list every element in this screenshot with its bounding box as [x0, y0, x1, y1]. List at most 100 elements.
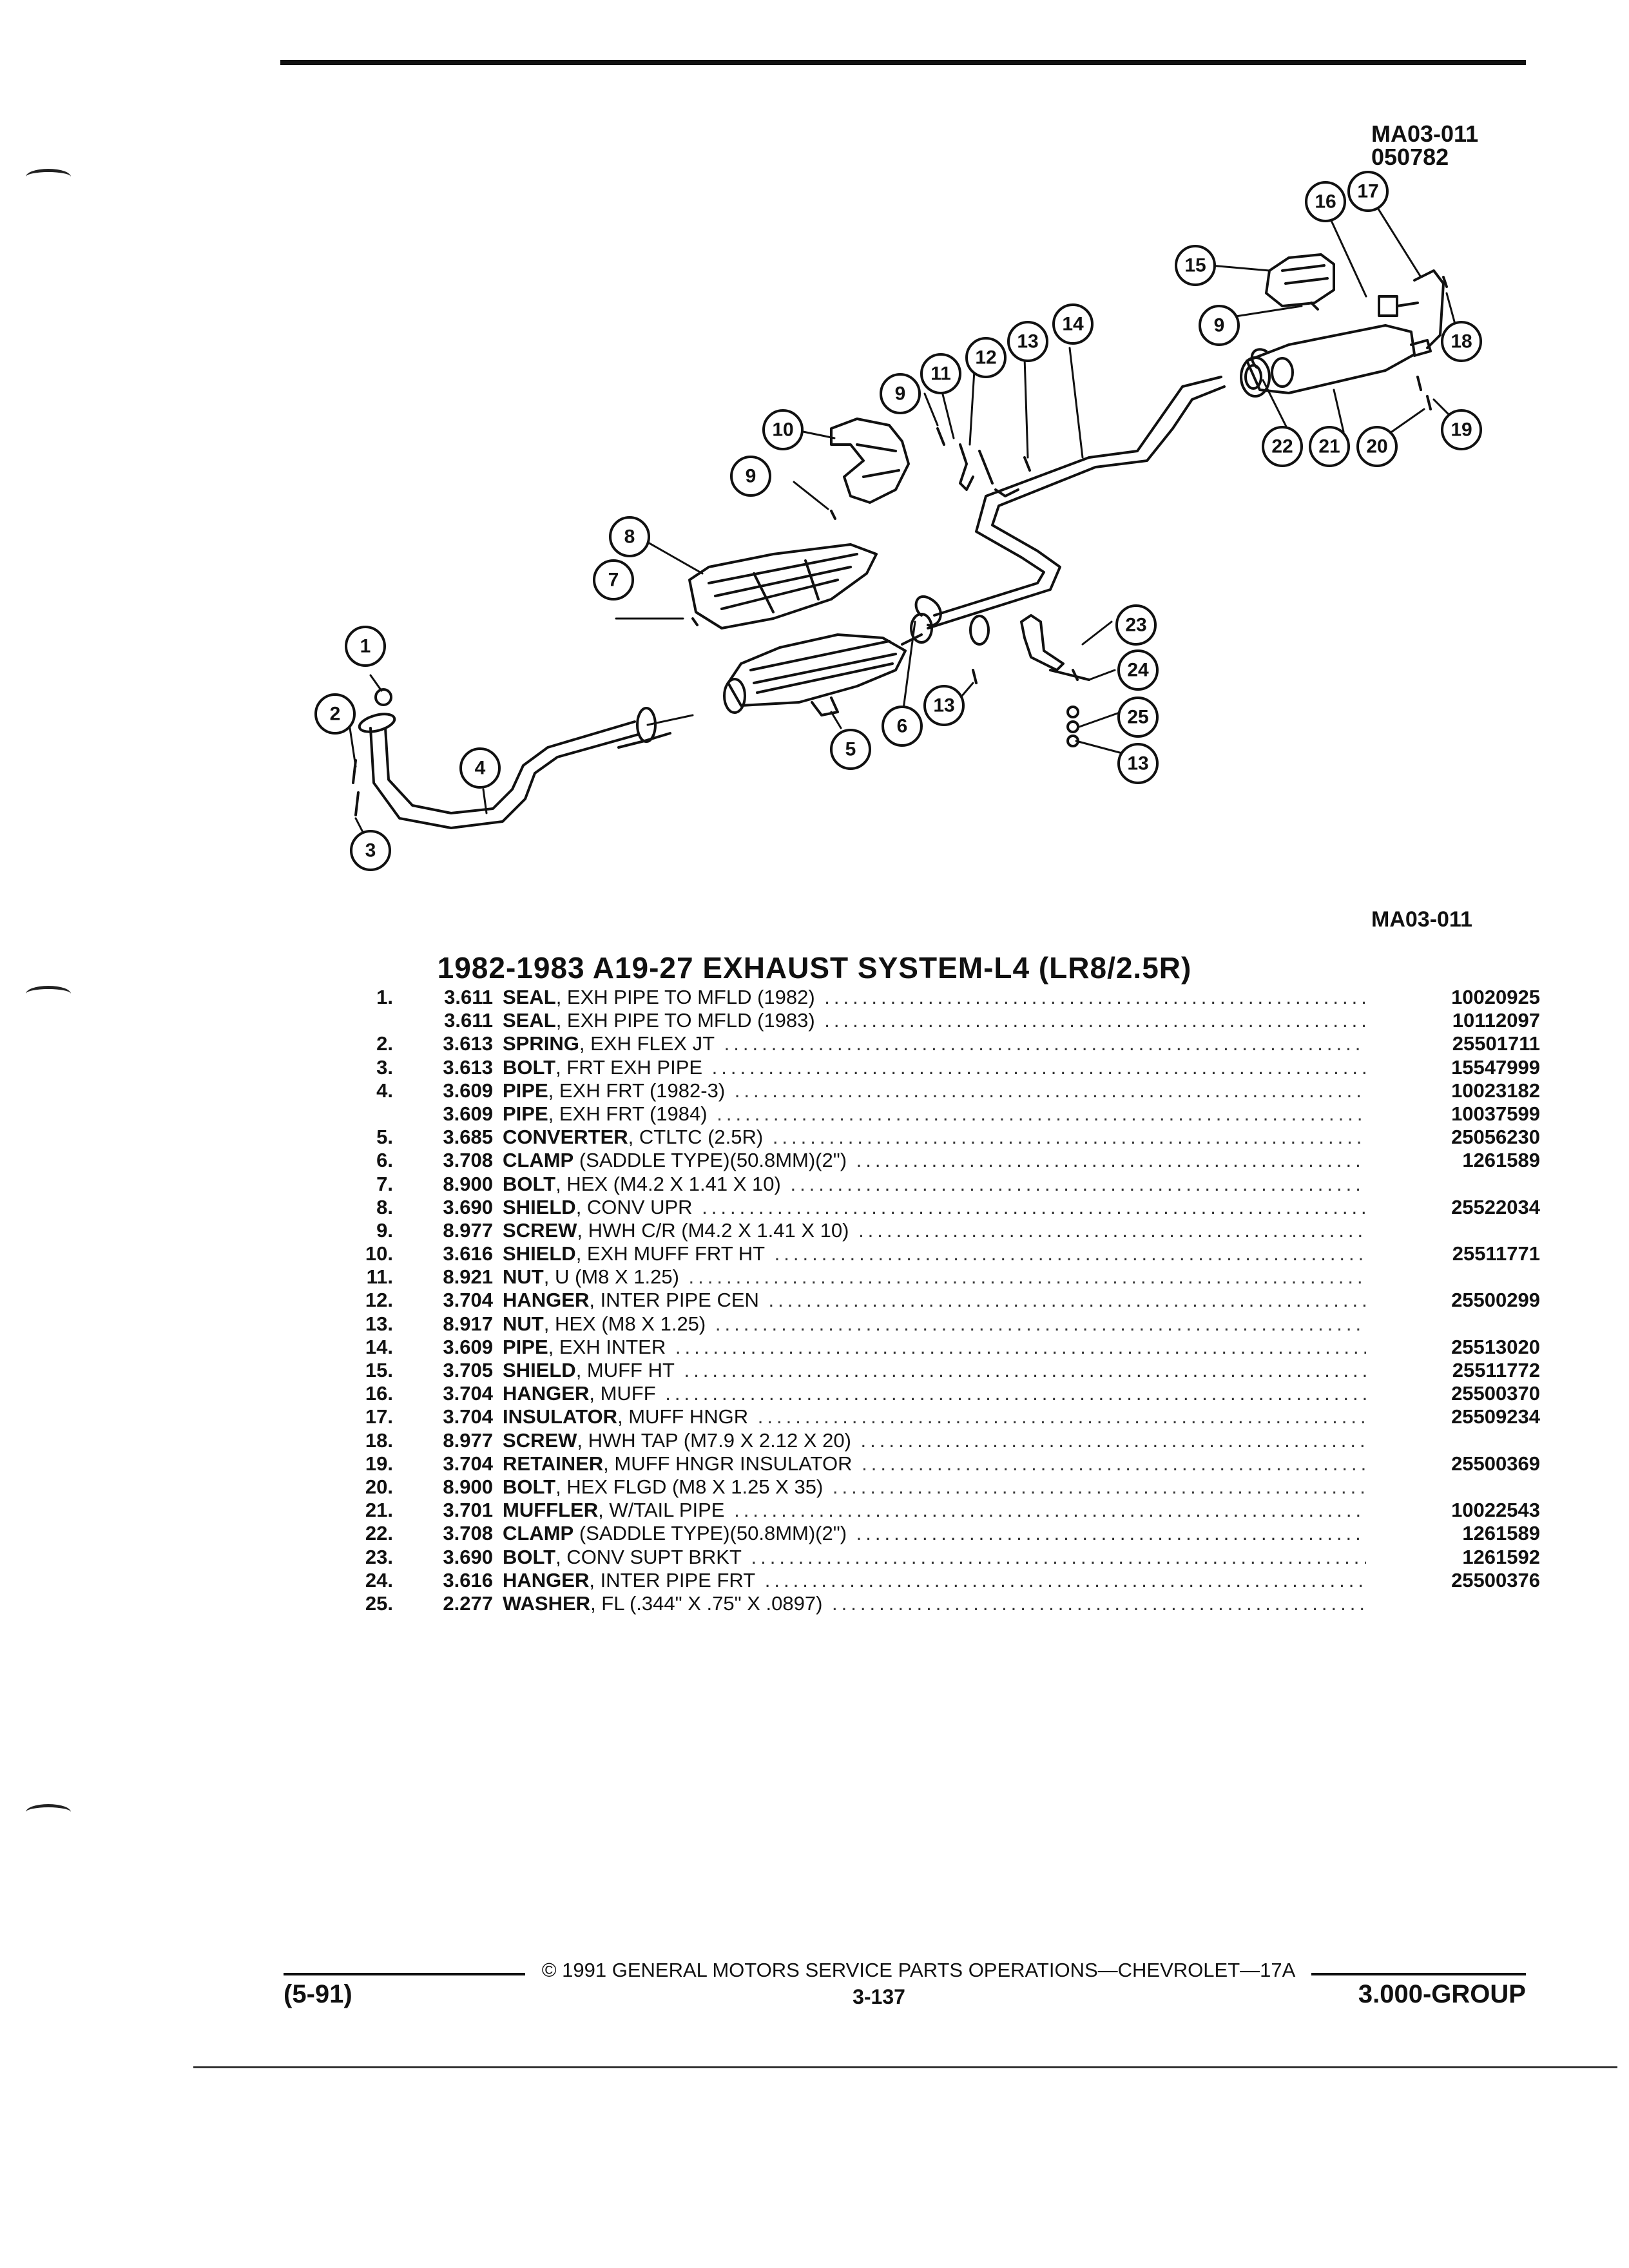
- item-description: BOLT, HEX (M4.2 X 1.41 X 10) ...........…: [503, 1173, 1366, 1196]
- item-name: NUT: [503, 1312, 544, 1335]
- item-description: WASHER, FL (.344" X .75" X .0897) ......…: [503, 1592, 1366, 1615]
- item-description: HANGER, MUFF ...........................…: [503, 1382, 1366, 1405]
- item-name: WASHER: [503, 1591, 591, 1615]
- part-number: 10112097: [1452, 1009, 1540, 1032]
- group-code: 8.900: [443, 1172, 493, 1195]
- group-code: 3.609: [443, 1335, 493, 1358]
- part-number: 25500299: [1451, 1289, 1540, 1312]
- leader-dots: ........................................…: [688, 1265, 1366, 1289]
- svg-text:25: 25: [1127, 707, 1148, 728]
- item-name: MUFFLER: [503, 1499, 599, 1522]
- item-number: 25.: [365, 1591, 393, 1615]
- callout-21: 21: [1309, 426, 1350, 467]
- group-label: 3.000-GROUP: [1358, 1980, 1526, 2008]
- group-code: 3.701: [443, 1499, 493, 1522]
- item-name: SPRING: [503, 1032, 579, 1055]
- catalytic-converter-drawing: [723, 613, 933, 716]
- leader-dots: ........................................…: [832, 1475, 1366, 1498]
- item-name: SHIELD: [503, 1195, 576, 1218]
- item-description: SCREW, HWH C/R (M4.2 X 1.41 X 10) ......…: [503, 1219, 1366, 1242]
- item-name: HANGER: [503, 1289, 590, 1312]
- leader-dots: ........................................…: [757, 1405, 1366, 1428]
- muffler-hanger-drawing: [1378, 269, 1445, 349]
- svg-text:2: 2: [330, 704, 341, 725]
- leader-dots: ........................................…: [665, 1382, 1366, 1405]
- svg-text:17: 17: [1357, 181, 1378, 202]
- leader-dots: ........................................…: [858, 1218, 1366, 1242]
- exhaust-system-diagram: 1 2 3 4 5 6 7 8 9 9 9 10 11 12 13 13 13 …: [314, 171, 1482, 871]
- item-name: SEAL: [503, 1009, 556, 1032]
- item-description: CONVERTER, CTLTC (2.5R) ................…: [503, 1126, 1366, 1149]
- item-number: 12.: [365, 1289, 393, 1312]
- muffler-drawing: [1240, 324, 1432, 398]
- part-number: 10022543: [1451, 1499, 1540, 1522]
- item-number: 11.: [366, 1265, 393, 1289]
- item-number: 21.: [365, 1499, 393, 1522]
- callout-15: 15: [1175, 245, 1216, 286]
- item-detail: , EXH FRT (1984): [548, 1102, 708, 1125]
- item-description: SHIELD, MUFF HT ........................…: [503, 1359, 1366, 1382]
- item-description: HANGER, INTER PIPE FRT .................…: [503, 1569, 1366, 1592]
- callout-18: 18: [1441, 321, 1482, 362]
- part-number: 25501711: [1452, 1032, 1540, 1055]
- leader-dots: ........................................…: [717, 1102, 1366, 1125]
- item-detail: , MUFF HT: [575, 1359, 675, 1381]
- item-number: 1.: [376, 986, 393, 1008]
- callout-12: 12: [965, 337, 1007, 378]
- item-detail: , MUFF: [589, 1382, 656, 1405]
- item-name: PIPE: [503, 1335, 548, 1358]
- svg-text:10: 10: [772, 419, 793, 441]
- clamp-drawing: [914, 348, 1268, 627]
- leader-dots: ........................................…: [824, 986, 1366, 1008]
- item-detail: , HWH TAP (M7.9 X 2.12 X 20): [577, 1428, 851, 1452]
- group-code: 3.609: [443, 1102, 493, 1125]
- part-number: 10037599: [1451, 1102, 1540, 1125]
- item-description: NUT, HEX (M8 X 1.25) ...................…: [503, 1312, 1366, 1336]
- item-description: PIPE, EXH FRT (1982-3) .................…: [503, 1079, 1366, 1102]
- item-number: 14.: [365, 1335, 393, 1358]
- item-description: BOLT, FRT EXH PIPE .....................…: [503, 1056, 1366, 1079]
- binding-mark: [26, 986, 71, 1002]
- item-description: SHIELD, EXH MUFF FRT HT ................…: [503, 1242, 1366, 1265]
- item-detail: , INTER PIPE FRT: [589, 1568, 756, 1591]
- item-detail: , EXH FLEX JT: [579, 1032, 715, 1055]
- item-name: CLAMP: [503, 1149, 574, 1172]
- part-number: 10020925: [1451, 986, 1540, 1008]
- group-code: 3.616: [443, 1242, 493, 1265]
- group-code: 3.685: [443, 1126, 493, 1149]
- bottom-rule: [193, 2066, 1617, 2068]
- item-description: PIPE, EXH INTER ........................…: [503, 1336, 1366, 1359]
- item-detail: , CTLTC (2.5R): [628, 1126, 764, 1149]
- item-detail: , HWH C/R (M4.2 X 1.41 X 10): [577, 1218, 849, 1242]
- leader-dots: ........................................…: [734, 1079, 1366, 1102]
- svg-text:13: 13: [1127, 753, 1148, 774]
- diagram-ref-date: 050782: [1371, 144, 1449, 170]
- intermediate-pipe-drawing: [927, 376, 1226, 646]
- converter-shield-drawing: [688, 543, 878, 629]
- copyright-line: © 1991 GENERAL MOTORS SERVICE PARTS OPER…: [541, 1959, 1296, 1981]
- leader-dots: ........................................…: [734, 1499, 1366, 1522]
- item-detail: , HEX FLGD (M8 X 1.25 X 35): [555, 1475, 824, 1498]
- part-number: 25513020: [1451, 1335, 1540, 1358]
- callout-20: 20: [1356, 426, 1398, 467]
- leader-dots: ........................................…: [856, 1149, 1366, 1172]
- item-detail: , EXH FRT (1982-3): [548, 1079, 726, 1102]
- part-number: 25056230: [1451, 1126, 1540, 1149]
- muffler-shield-drawing: [1265, 253, 1335, 307]
- svg-text:19: 19: [1451, 419, 1472, 441]
- front-exhaust-pipe-drawing: [358, 707, 671, 829]
- leader-dots: ........................................…: [774, 1242, 1366, 1265]
- svg-text:7: 7: [608, 570, 619, 591]
- svg-text:4: 4: [475, 758, 486, 779]
